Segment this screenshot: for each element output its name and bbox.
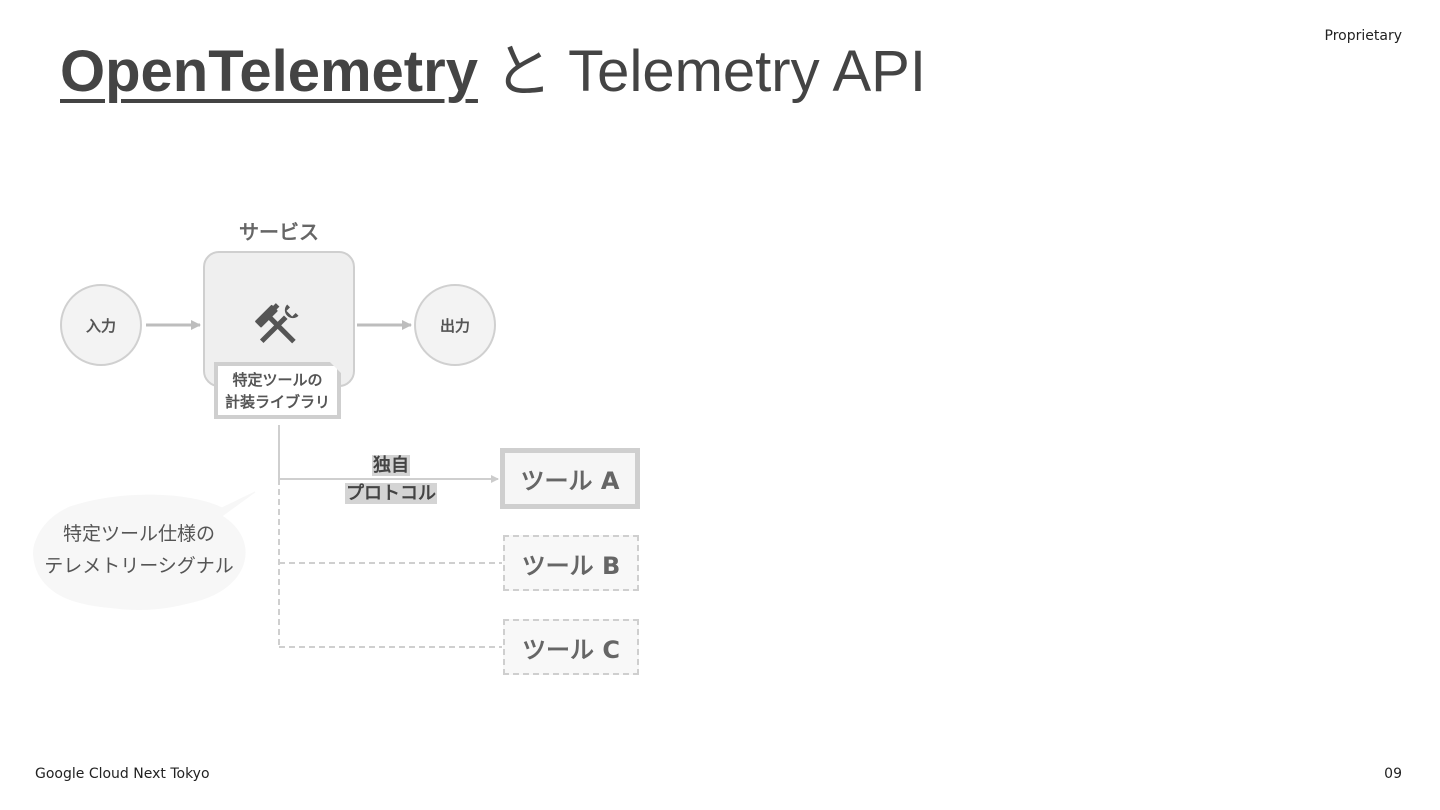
service-label: サービス xyxy=(239,220,319,244)
bubble-line-1: 特定ツール仕様の xyxy=(62,523,215,545)
tool-b-label: ツール B xyxy=(521,551,621,580)
library-line-1: 特定ツールの xyxy=(232,370,323,389)
tool-b-box: ツール B xyxy=(503,535,639,591)
bubble-line-2: テレメトリーシグナル xyxy=(44,555,234,577)
title-rest: と Telemetry API xyxy=(477,39,926,104)
tool-c-label: ツール C xyxy=(522,635,620,664)
page-title: OpenTelemetry と Telemetry API xyxy=(60,36,926,108)
hammer-and-wrench-icon xyxy=(255,303,299,344)
instrumentation-library-box: 特定ツールの 計装ライブラリ xyxy=(214,362,341,419)
proprietary-label: Proprietary xyxy=(1324,28,1402,44)
proprietary-protocol-label: 独自 プロトコル xyxy=(340,452,442,508)
protocol-line-1: 独自 xyxy=(372,455,410,476)
input-node: 入力 xyxy=(60,284,142,366)
protocol-line-2: プロトコル xyxy=(345,483,437,504)
bubble-text: 特定ツール仕様の テレメトリーシグナル xyxy=(34,518,244,582)
tool-a-box: ツール A xyxy=(500,448,640,509)
tool-a-label: ツール A xyxy=(520,467,620,495)
tool-c-box: ツール C xyxy=(503,619,639,675)
page-number: 09 xyxy=(1384,766,1402,782)
footer-event: Google Cloud Next Tokyo xyxy=(35,766,210,782)
output-node: 出力 xyxy=(414,284,496,366)
speech-bubble-body xyxy=(33,496,245,610)
library-line-2: 計装ライブラリ xyxy=(224,392,330,411)
input-label: 入力 xyxy=(85,316,116,335)
opentelemetry-link[interactable]: OpenTelemetry xyxy=(60,39,478,104)
output-label: 出力 xyxy=(439,316,470,335)
